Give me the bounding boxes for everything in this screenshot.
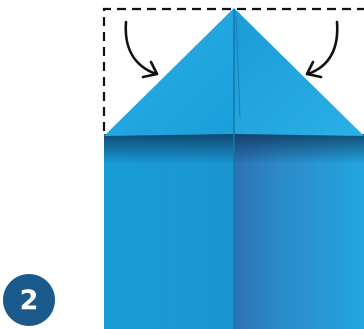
folded-flap-left: [104, 8, 234, 136]
flap-inner-edge: [235, 15, 241, 119]
flap-shadow-right: [234, 134, 364, 164]
curved-arrow-down-left-icon: [305, 20, 339, 79]
curved-arrow-down-right-icon: [124, 20, 159, 79]
paper-body-left: [104, 134, 234, 329]
fold-guide-dashed-outline: [102, 7, 364, 131]
folded-flap-right: [234, 8, 364, 136]
step-number-label: 2: [19, 284, 39, 316]
flap-shadow-left: [104, 134, 234, 164]
paper-body-right: [234, 134, 364, 329]
step-number-badge: 2: [3, 274, 55, 326]
